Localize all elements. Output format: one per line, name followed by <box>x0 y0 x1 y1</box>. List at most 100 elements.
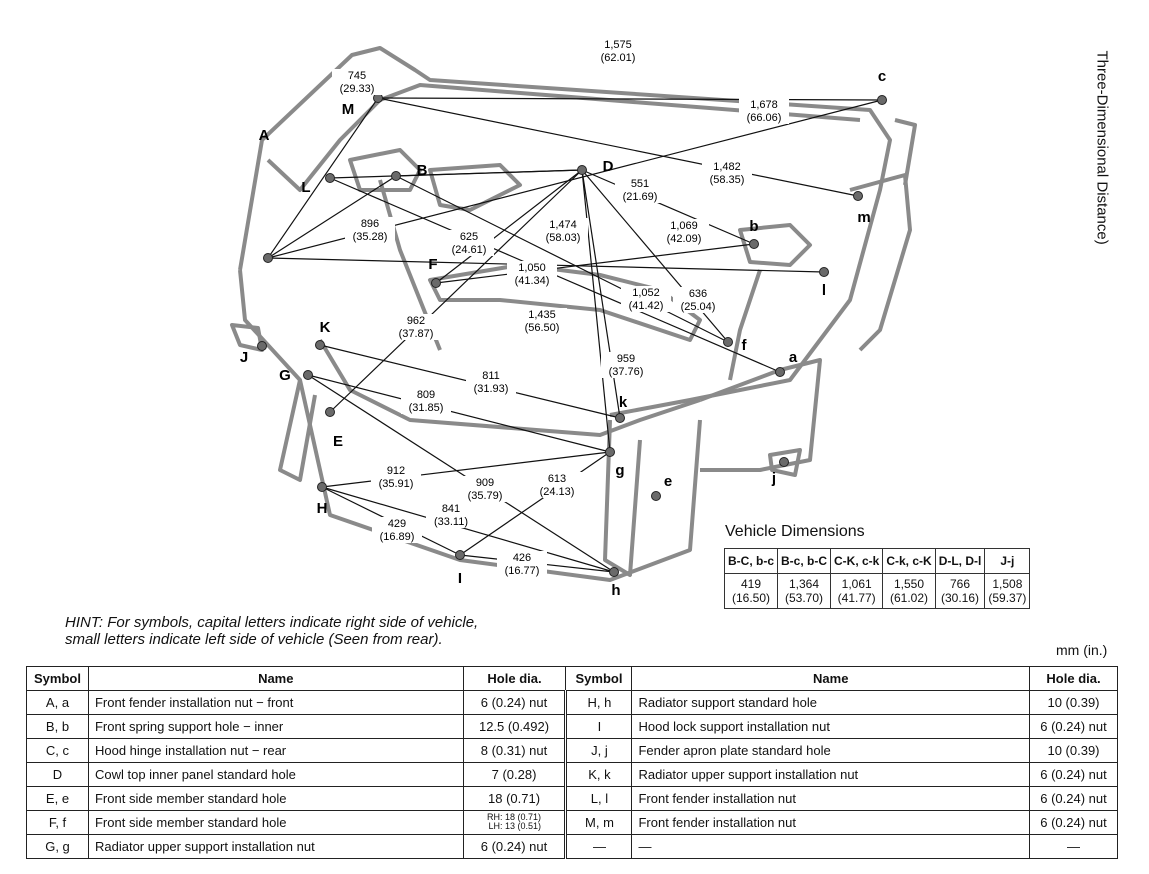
dimension-label-background <box>538 218 588 244</box>
dimension-mm: 1,052 <box>632 287 660 299</box>
point-label: E <box>333 433 343 450</box>
dimension-mm: 1,482 <box>713 161 741 173</box>
point-label: f <box>742 337 748 354</box>
reference-point-marker <box>651 491 661 501</box>
dimension-mm: 1,069 <box>670 220 698 232</box>
dimension-mm: 912 <box>387 465 405 477</box>
dimension-mm: 426 <box>513 552 531 564</box>
reference-point-marker <box>615 413 625 423</box>
symbol-legend-table: Symbol Name Hole dia. Symbol Name Hole d… <box>26 666 1118 859</box>
measurement-line <box>395 169 583 177</box>
reference-point-marker <box>317 482 327 492</box>
point-label: K <box>320 319 331 336</box>
vd-value: 1,364(53.70) <box>777 573 831 609</box>
dimension-label-background <box>532 472 582 498</box>
point-label: h <box>611 582 620 599</box>
dimension-inches: (29.33) <box>340 83 375 95</box>
vd-value: 1,061(41.77) <box>829 573 884 609</box>
vd-value: 1,550(61.02) <box>882 573 936 609</box>
dimension-inches: (24.61) <box>452 244 487 256</box>
reference-point-marker <box>257 341 267 351</box>
dimension-inches: (35.91) <box>379 478 414 490</box>
dimension-inches: (41.34) <box>515 275 550 287</box>
reference-point-marker <box>263 253 273 263</box>
dimension-inches: (56.50) <box>525 322 560 334</box>
reference-point-marker <box>391 171 401 181</box>
reference-point-marker <box>779 457 789 467</box>
reference-point-marker <box>877 95 887 105</box>
point-label: j <box>771 470 776 487</box>
point-label: b <box>749 218 758 235</box>
reference-point-marker <box>431 278 441 288</box>
dimension-inches: (37.76) <box>609 366 644 378</box>
vehicle-body-outline <box>230 46 917 582</box>
dimension-mm: 959 <box>617 353 635 365</box>
hole-dia-rh-lh: RH: 18 (0.71)LH: 13 (0.51) <box>462 810 567 835</box>
vd-value: 1,508(59.37) <box>984 573 1031 609</box>
dimension-mm: 909 <box>476 477 494 489</box>
vd-value: 766(30.16) <box>934 573 986 609</box>
dimension-label-background <box>497 551 547 577</box>
dimension-label-background <box>460 476 510 502</box>
reference-point-marker <box>455 550 465 560</box>
measurement-line <box>321 486 615 573</box>
legend-header-row: Symbol Name Hole dia. Symbol Name Hole d… <box>26 666 1118 691</box>
measurement-line <box>307 374 615 573</box>
dimension-label-background <box>739 98 789 124</box>
dimension-labels: 745(29.33)1,575(62.01)1,678(66.06)1,482(… <box>332 38 789 577</box>
point-label: k <box>619 394 628 411</box>
vd-header: B-c, b-C <box>777 548 831 574</box>
point-label: m <box>857 209 870 226</box>
point-label: G <box>279 367 291 384</box>
point-label: F <box>428 256 437 273</box>
dimension-inches: (31.85) <box>409 402 444 414</box>
reference-point-marker <box>577 165 587 175</box>
dimension-inches: (42.09) <box>667 233 702 245</box>
dimension-inches: (33.11) <box>434 516 468 528</box>
point-label: B <box>417 162 428 179</box>
reference-point-marker <box>609 567 619 577</box>
dimension-label-background <box>593 38 643 64</box>
hint-line-1: HINT: For symbols, capital letters indic… <box>65 614 479 631</box>
dimension-label-background <box>345 217 395 243</box>
dimension-inches: (41.42) <box>629 300 664 312</box>
dimension-mm: 811 <box>482 370 500 382</box>
dimension-mm: 962 <box>407 315 425 327</box>
dimension-mm: 1,575 <box>604 39 632 51</box>
point-label: A <box>259 127 270 144</box>
measurement-line <box>377 97 859 197</box>
side-title: Three-Dimensional Distance) <box>1093 50 1111 245</box>
measurement-lines <box>267 97 883 573</box>
dimension-inches: (37.87) <box>399 328 434 340</box>
reference-point-marker <box>325 407 335 417</box>
vd-header: J-j <box>984 548 1031 574</box>
measurement-line <box>435 169 583 284</box>
point-label: l <box>822 282 826 299</box>
dimension-label-background <box>507 261 557 287</box>
dimension-label-background <box>615 177 665 203</box>
point-label: c <box>878 68 886 85</box>
vd-header: C-k, c-K <box>882 548 936 574</box>
reference-point-marker <box>853 191 863 201</box>
dimension-label-background <box>621 286 671 312</box>
measurement-line <box>581 169 611 453</box>
dimension-label-background <box>673 287 723 313</box>
measurement-line <box>267 97 379 259</box>
hint-line-2: small letters indicate left side of vehi… <box>65 631 443 648</box>
dimension-mm: 636 <box>689 288 707 300</box>
point-label: D <box>603 158 614 175</box>
dimension-label-background <box>659 219 709 245</box>
dimension-mm: 1,050 <box>518 262 546 274</box>
dimension-mm: 1,678 <box>750 99 778 111</box>
reference-point-marker <box>303 370 313 380</box>
measurement-line <box>435 243 755 284</box>
dimension-mm: 625 <box>460 231 478 243</box>
dimension-mm: 809 <box>417 389 435 401</box>
reference-point-marker <box>315 340 325 350</box>
